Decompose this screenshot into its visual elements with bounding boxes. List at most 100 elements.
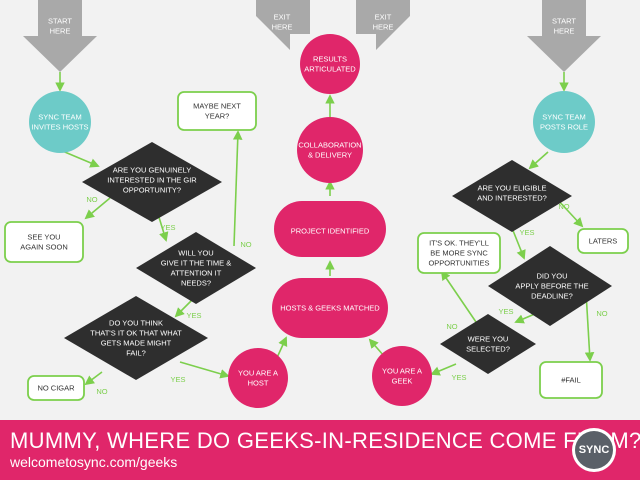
results-label-line: RESULTS [313, 55, 347, 64]
project-circle-bridge [302, 201, 358, 257]
sync-invites-circle [29, 91, 91, 153]
box-no-cigar [27, 375, 85, 401]
box-ok-label-line: IT'S OK. THEY'LL [429, 239, 489, 248]
sync-posts-label-line: POSTS ROLE [540, 123, 588, 132]
matched-label-line: HOSTS & GEEKS MATCHED [280, 304, 380, 313]
box-laters-label: LATERS [589, 237, 618, 246]
q-applied-label-line: DEADLINE? [531, 292, 573, 301]
box-fail-label: #FAIL [561, 376, 581, 385]
collab-label-line: & DELIVERY [308, 151, 352, 160]
q-time-label-line: ATTENTION IT [171, 269, 222, 278]
box-fail-label-line: #FAIL [561, 376, 581, 385]
sync-invites-label-line: SYNC TEAM [38, 113, 82, 122]
box-laters-label-line: LATERS [589, 237, 618, 246]
q-eligible-diamond [452, 160, 572, 232]
q-interested-diamond [82, 142, 222, 222]
q-interested-label-line: INTERESTED IN THE GIR [107, 176, 197, 185]
box-maybe-label-line: MAYBE NEXT [193, 102, 241, 111]
results-label-line: ARTICULATED [304, 65, 356, 74]
you-geek-label-line: GEEK [392, 377, 413, 386]
connector-invites-to-interested [59, 149, 100, 168]
collab-label-line: COLLABORATION [298, 141, 361, 150]
q-selected-label-line: SELECTED? [466, 345, 510, 354]
start-right-label-line: HERE [554, 27, 575, 36]
connector-selected-yes [430, 363, 457, 376]
you-geek-label-line: YOU ARE A [382, 367, 422, 376]
box-ok [417, 232, 501, 274]
q-applied-diamond [488, 246, 612, 326]
sync-invites-label-line: INVITES HOSTS [31, 123, 88, 132]
label-applied-no: NO [596, 309, 607, 318]
box-ok-label-line: BE MORE SYNC [430, 249, 488, 258]
connector-interested-yes [157, 213, 169, 242]
q-eligible-label-line: AND INTERESTED? [477, 194, 547, 203]
start-right-arrow [527, 0, 601, 72]
exit-left-arrow [256, 0, 310, 50]
project-label-line: PROJECT IDENTIFIED [291, 227, 370, 236]
box-fail [539, 361, 603, 399]
connector-posts-to-eligible [528, 151, 549, 170]
q-interested-label-line: OPPORTUNITY? [123, 186, 181, 195]
start-left-arrow [23, 0, 97, 72]
box-see-you-label-line: AGAIN SOON [20, 243, 68, 252]
connector-interested-no [84, 197, 111, 220]
label-time-yes: YES [186, 311, 201, 320]
start-left-label-line: START [48, 17, 72, 26]
you-host-label-line: YOU ARE A [238, 369, 278, 378]
q-applied-label-line: APPLY BEFORE THE [515, 282, 588, 291]
connector-applied-no [584, 291, 595, 362]
start-left-label-line: HERE [50, 27, 71, 36]
project-label: PROJECT IDENTIFIED [291, 227, 370, 236]
label-applied-yes: YES [498, 307, 513, 316]
connector-selected-no [440, 270, 477, 323]
connector-fail-yes [179, 361, 230, 379]
label-time-no: NO [240, 240, 251, 249]
connector-eligible-yes [511, 227, 526, 260]
sync-logo: SYNC [572, 428, 616, 472]
sync-logo-text: SYNC [575, 431, 613, 469]
you-geek-circle [372, 346, 432, 406]
q-time-label-line: NEEDS? [181, 279, 211, 288]
exit-left-label-line: HERE [272, 23, 293, 32]
label-selected-no: NO [446, 322, 457, 331]
footer-banner [0, 420, 640, 480]
box-laters [577, 228, 629, 254]
connector-geek-to-matched [368, 338, 385, 357]
box-see-you [4, 221, 84, 263]
label-interested-no: NO [86, 195, 97, 204]
q-applied-label-line: DID YOU [536, 272, 567, 281]
collab-circle [297, 117, 363, 183]
q-time-diamond [136, 232, 256, 304]
exit-right-arrow [356, 0, 410, 50]
q-fail-label-line: THAT'S IT OK THAT WHAT [90, 329, 182, 338]
connector-fail-no [84, 371, 103, 386]
connector-time-no [232, 130, 243, 247]
matched-label: HOSTS & GEEKS MATCHED [280, 304, 380, 313]
you-host-circle [228, 348, 288, 408]
sync-posts-circle [533, 91, 595, 153]
start-right-label-line: START [552, 17, 576, 26]
q-fail-label-line: GETS MADE MIGHT [101, 339, 172, 348]
q-fail-diamond [64, 296, 208, 380]
sync-posts-label-line: SYNC TEAM [542, 113, 586, 122]
q-fail-label-line: DO YOU THINK [109, 319, 163, 328]
label-eligible-yes: YES [519, 228, 534, 237]
footer-url[interactable]: welcometosync.com/geeks [10, 454, 178, 470]
